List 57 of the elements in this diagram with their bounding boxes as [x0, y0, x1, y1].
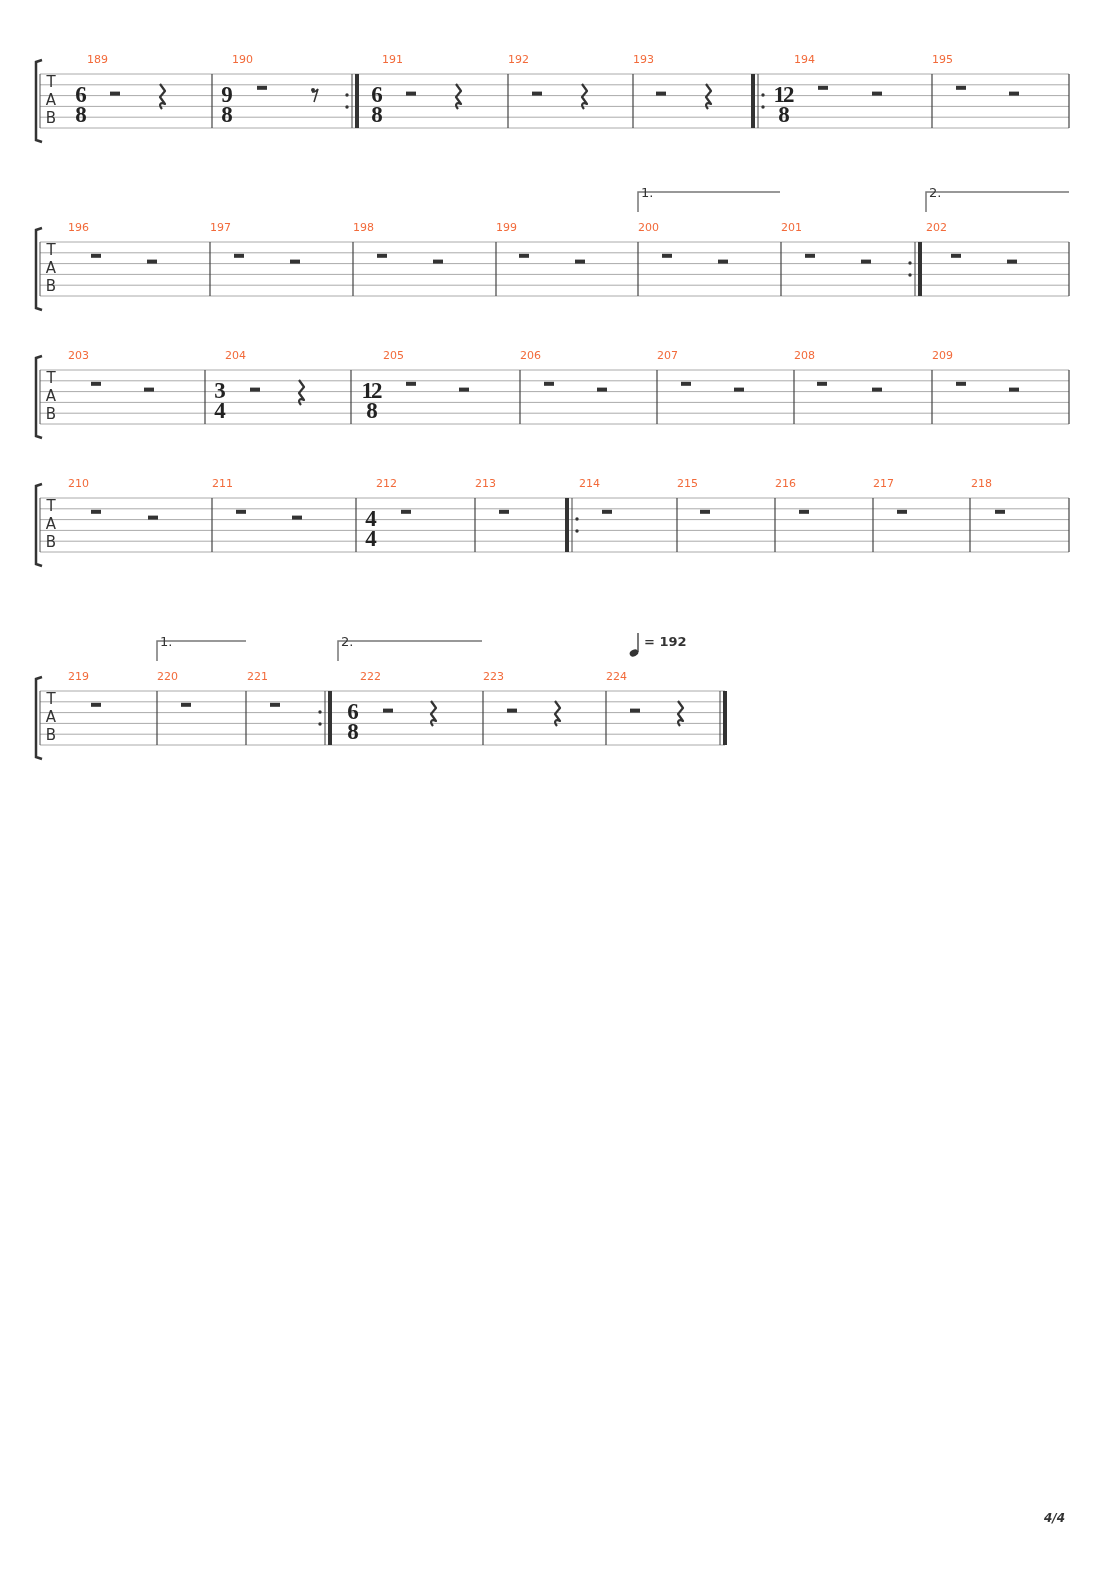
- tab-letter: T: [46, 690, 56, 708]
- volta-number: 1.: [160, 634, 173, 649]
- measure-number: 216: [775, 477, 796, 490]
- tab-letter: T: [46, 497, 56, 515]
- measure-number: 202: [926, 221, 947, 234]
- volta-number: 1.: [641, 185, 654, 200]
- measure-number: 211: [212, 477, 233, 490]
- measure-number: 193: [633, 53, 654, 66]
- measure-number: 200: [638, 221, 659, 234]
- tab-letter: B: [45, 277, 57, 295]
- measure-number: 189: [87, 53, 108, 66]
- measure-number: 199: [496, 221, 517, 234]
- measure-number: 221: [247, 670, 268, 683]
- measure-number: 219: [68, 670, 89, 683]
- tab-letter: A: [45, 259, 57, 277]
- measure-number: 196: [68, 221, 89, 234]
- measure-number: 194: [794, 53, 815, 66]
- measure-number: 192: [508, 53, 529, 66]
- measure-number: 209: [932, 349, 953, 362]
- measure-number: 198: [353, 221, 374, 234]
- tab-letter: B: [45, 726, 57, 744]
- measure-number: 218: [971, 477, 992, 490]
- measure-number: 205: [383, 349, 404, 362]
- measure-number: 191: [382, 53, 403, 66]
- measure-number: 201: [781, 221, 802, 234]
- tab-letter: A: [45, 387, 57, 405]
- measure-number: 217: [873, 477, 894, 490]
- volta-number: 2.: [341, 634, 354, 649]
- tempo-marking: = 192: [644, 634, 687, 649]
- measure-number: 208: [794, 349, 815, 362]
- measure-number: 204: [225, 349, 246, 362]
- measure-number: 215: [677, 477, 698, 490]
- measure-number: 212: [376, 477, 397, 490]
- measure-number: 213: [475, 477, 496, 490]
- measure-number: 220: [157, 670, 178, 683]
- page-number: 4/4: [1044, 1511, 1066, 1525]
- measure-number: 214: [579, 477, 600, 490]
- measure-number: 195: [932, 53, 953, 66]
- measure-number: 206: [520, 349, 541, 362]
- tab-letter: A: [45, 708, 57, 726]
- tab-letter: A: [45, 515, 57, 533]
- measure-number: 197: [210, 221, 231, 234]
- measure-number: 210: [68, 477, 89, 490]
- volta-number: 2.: [929, 185, 942, 200]
- tab-letter: A: [45, 91, 57, 109]
- tab-letter: T: [46, 241, 56, 259]
- measure-number: 207: [657, 349, 678, 362]
- tab-letter: B: [45, 405, 57, 423]
- measure-number: 222: [360, 670, 381, 683]
- tab-letter: B: [45, 533, 57, 551]
- measure-number: 223: [483, 670, 504, 683]
- tab-letter: T: [46, 369, 56, 387]
- measure-number: 224: [606, 670, 627, 683]
- tab-letter: B: [45, 109, 57, 127]
- measure-number: 203: [68, 349, 89, 362]
- measure-number: 190: [232, 53, 253, 66]
- tab-letter: T: [46, 73, 56, 91]
